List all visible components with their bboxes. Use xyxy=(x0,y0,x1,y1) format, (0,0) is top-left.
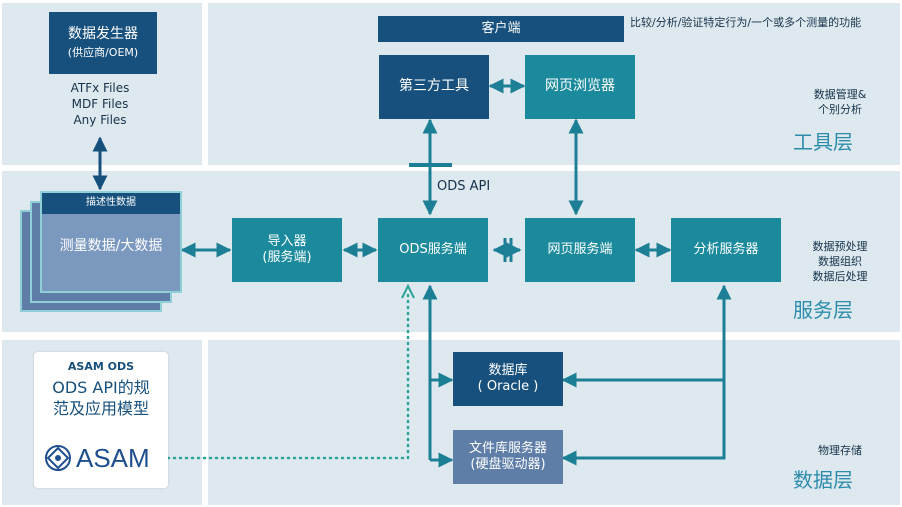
asam-small-title: ASAM ODS xyxy=(67,360,135,373)
service-desc-line: 数据后处理 xyxy=(812,269,868,283)
client-bar: 客户端 xyxy=(378,16,624,42)
web-server-box: 网页服务端 xyxy=(525,218,635,282)
file-server-box: 文件库服务器 (硬盘驱动器) xyxy=(453,430,563,484)
third-party-tool-box: 第三方工具 xyxy=(379,55,489,119)
asam-title: ODS API的规 范及应用模型 xyxy=(34,378,168,420)
web-browser-box: 网页浏览器 xyxy=(525,55,635,119)
importer-sub: (服务端) xyxy=(262,250,312,265)
tool-desc-line: 数据管理& xyxy=(813,88,867,101)
asam-title-line: ODS API的规 xyxy=(52,378,150,397)
ods-server-label: ODS服务端 xyxy=(399,241,467,257)
analysis-server-box: 分析服务器 xyxy=(671,218,781,282)
file-type: MDF Files xyxy=(71,97,129,112)
third-party-label: 第三方工具 xyxy=(399,78,469,95)
service-desc-line: 数据预处理 xyxy=(812,240,868,253)
asam-logo-text: ASAM xyxy=(76,442,150,473)
file-type: ATFx Files xyxy=(70,81,130,95)
analysis-server-label: 分析服务器 xyxy=(693,241,759,257)
asam-logo: ASAM xyxy=(44,440,164,476)
data-layer-title: 数据层 xyxy=(793,468,853,492)
file-type: Any Files xyxy=(73,113,127,128)
data-generator-box: 数据发生器 (供应商/OEM) xyxy=(49,12,157,74)
asam-panel: ASAM ODS ODS API的规 范及应用模型 ASAM xyxy=(34,352,168,488)
file-server-sub: (硬盘驱动器) xyxy=(470,457,546,472)
browser-label: 网页浏览器 xyxy=(545,78,615,95)
generator-files: ATFx Files MDF Files Any Files xyxy=(40,80,160,129)
generator-subtitle: (供应商/OEM) xyxy=(67,45,139,59)
asam-logo-icon xyxy=(45,445,71,471)
dotted-asam-link xyxy=(166,288,410,460)
generator-title: 数据发生器 xyxy=(68,26,138,43)
client-label: 客户端 xyxy=(481,20,521,36)
database-box: 数据库 ( Oracle ) xyxy=(453,352,563,406)
arrow-analysis-database xyxy=(561,284,732,388)
asam-title-line: 范及应用模型 xyxy=(52,398,149,418)
database-sub: ( Oracle ) xyxy=(477,379,539,394)
stack-header: 描述性数据 xyxy=(42,193,180,214)
data-layer-desc: 物理存储 xyxy=(818,444,862,457)
service-layer-desc: 数据预处理 数据组织 数据后处理 xyxy=(790,240,890,285)
client-note: 比较/分析/验证特定行为/一个或多个测量的功能 xyxy=(630,16,862,29)
importer-label: 导入器 xyxy=(267,233,307,249)
service-desc-line: 数据组织 xyxy=(818,254,862,268)
file-server-label: 文件库服务器 xyxy=(468,440,547,456)
measure-data-stack: 描述性数据 测量数据/大数据 xyxy=(40,191,182,293)
web-server-label: 网页服务端 xyxy=(547,241,613,257)
tool-layer-title: 工具层 xyxy=(793,130,853,154)
stack-label: 测量数据/大数据 xyxy=(59,237,163,254)
ods-server-box: ODS服务端 xyxy=(378,218,488,282)
service-layer-title: 服务层 xyxy=(793,298,853,322)
tool-desc-line: 个别分析 xyxy=(818,102,862,116)
tool-layer-desc: 数据管理& 个别分析 xyxy=(790,88,890,118)
ods-api-label: ODS API xyxy=(437,179,491,194)
importer-box: 导入器 (服务端) xyxy=(232,218,342,282)
database-label: 数据库 xyxy=(488,362,528,378)
arrow-analysis-fileserver xyxy=(561,380,726,466)
